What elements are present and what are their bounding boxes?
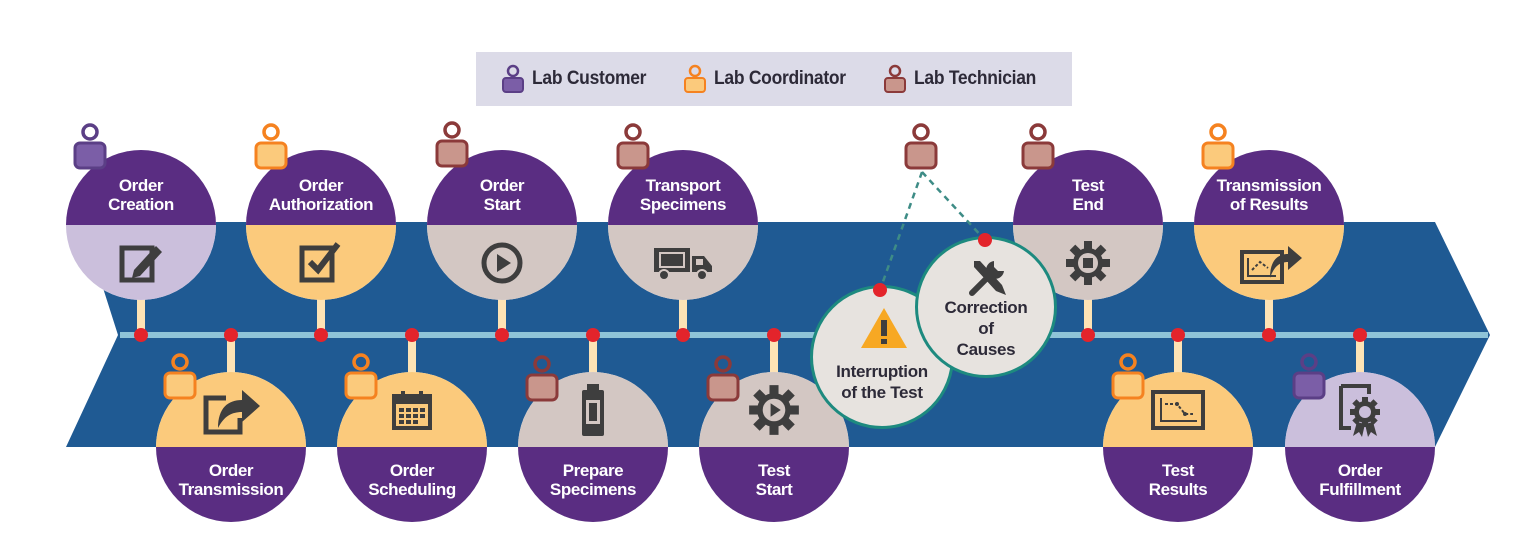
- correction-link-dot: [978, 233, 992, 247]
- interruption-label: Interruption of the Test: [836, 362, 928, 402]
- timeline-dot: [314, 328, 328, 342]
- lab-coordinator-icon: [344, 353, 378, 400]
- connector-stem: [408, 335, 416, 374]
- connector-stem: [770, 335, 778, 374]
- connector-stem: [1084, 296, 1092, 335]
- lab-customer-icon: [1292, 353, 1326, 400]
- lab-coordinator-icon: [163, 353, 197, 400]
- legend: Lab Customer Lab Coordinator Lab Technic…: [476, 52, 1072, 106]
- step-label: Order Scheduling: [368, 460, 456, 499]
- share-icon: [203, 389, 260, 434]
- timeline-dot: [134, 328, 148, 342]
- timeline-dot: [1262, 328, 1276, 342]
- connector-stem: [317, 296, 325, 335]
- step-label: Order Creation: [108, 175, 174, 214]
- step-order-start: Order Start: [427, 150, 577, 300]
- timeline-dot: [1081, 328, 1095, 342]
- step-order-creation: Order Creation: [66, 150, 216, 300]
- connector-stem: [137, 296, 145, 335]
- share-chart-icon: [1240, 245, 1302, 284]
- connector-stem: [1265, 296, 1273, 335]
- step-transport-specimens: Transport Specimens: [608, 150, 758, 300]
- play-gear-icon: [749, 384, 799, 435]
- timeline-dot: [586, 328, 600, 342]
- timeline-dot: [1353, 328, 1367, 342]
- lab-technician-icon: [706, 355, 740, 402]
- timeline-dot: [495, 328, 509, 342]
- lab-technician-icon: [883, 64, 906, 93]
- timeline-dot: [767, 328, 781, 342]
- timeline-dot: [676, 328, 690, 342]
- edit-icon: [119, 245, 162, 282]
- step-label: Order Transmission: [178, 460, 284, 499]
- connector-stem: [1356, 335, 1364, 374]
- legend-label-coordinator: Lab Coordinator: [713, 68, 846, 89]
- legend-item-coordinator: Lab Coordinator: [683, 64, 857, 94]
- step-transmission-of-results: Transmission of Results: [1194, 150, 1344, 300]
- step-order-transmission: Order Transmission: [156, 372, 306, 522]
- connector-stem: [679, 296, 687, 335]
- legend-label-technician: Lab Technician: [913, 68, 1036, 89]
- lab-coordinator-icon: [1111, 353, 1145, 400]
- specimen-tube-icon: [582, 383, 604, 436]
- checkbox-icon: [299, 241, 341, 282]
- step-test-end: Test End: [1013, 150, 1163, 300]
- play-icon: [481, 242, 523, 283]
- interruption-links: [878, 171, 986, 291]
- warning-icon: [861, 308, 907, 348]
- step-label: Transport Specimens: [639, 175, 727, 214]
- lab-technician-icon: [435, 121, 469, 168]
- connector-stem: [589, 335, 597, 374]
- truck-icon: [654, 247, 712, 281]
- step-label: Transmission of Results: [1216, 175, 1322, 214]
- timeline-dot: [1171, 328, 1185, 342]
- lab-customer-icon: [502, 64, 525, 93]
- correction-label: Correction of Causes: [944, 298, 1028, 359]
- connectors: [137, 296, 1364, 374]
- chart-icon: [1151, 389, 1205, 430]
- lab-coordinator-icon: [1201, 123, 1235, 170]
- lab-technician-icon: [904, 123, 938, 170]
- legend-label-customer: Lab Customer: [532, 68, 647, 89]
- legend-item-customer: Lab Customer: [501, 64, 656, 94]
- calendar-icon: [392, 390, 432, 430]
- connector-stem: [1174, 335, 1182, 374]
- step-test-results: Test Results: [1103, 372, 1253, 522]
- step-label: Order Authorization: [268, 175, 374, 214]
- step-label: Prepare Specimens: [549, 460, 637, 499]
- step-label: Test Start: [755, 460, 793, 499]
- timeline-dot: [405, 328, 419, 342]
- lab-technician-icon: [616, 123, 650, 170]
- connector-stem: [227, 335, 235, 374]
- step-label: Test Results: [1148, 460, 1208, 499]
- lab-coordinator-icon: [683, 64, 706, 93]
- tools-icon: [969, 261, 1006, 296]
- lab-technician-icon: [525, 355, 559, 402]
- lab-coordinator-icon: [254, 123, 288, 170]
- lab-technician-icon: [1021, 123, 1055, 170]
- legend-item-technician: Lab Technician: [883, 64, 1047, 94]
- interruption-link-dot: [873, 283, 887, 297]
- timeline-dot: [224, 328, 238, 342]
- certificate-icon: [1339, 383, 1380, 437]
- correction-of-causes-bubble: Correction of Causes: [915, 236, 1057, 378]
- connector-stem: [498, 296, 506, 335]
- step-label: Order Fulfillment: [1319, 460, 1401, 499]
- step-label: Order Start: [479, 175, 525, 214]
- stop-gear-icon: [1066, 240, 1110, 285]
- lab-customer-icon: [73, 123, 107, 170]
- step-label: Test End: [1071, 175, 1105, 214]
